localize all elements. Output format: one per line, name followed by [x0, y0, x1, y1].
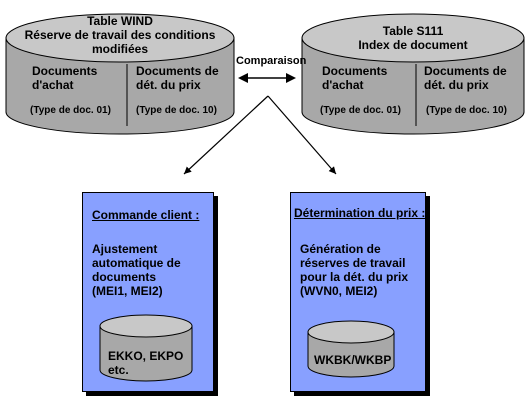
panel-right-db-label: WKBK/WKBP: [314, 353, 392, 367]
arrow-to-right-panel-icon: [267, 95, 337, 175]
arrow-to-left-panel-icon: [183, 95, 269, 175]
cylinder-left-col2-label-1: Documents de: [136, 64, 219, 78]
panel-left-body-4: (MEI1, MEI2): [92, 284, 163, 298]
cylinder-right-col2-type: (Type de doc. 10): [426, 105, 507, 116]
cylinder-right-title: Table S111: [382, 24, 444, 38]
panel-left-heading: Commande client :: [92, 208, 200, 222]
cylinder-left-db-icon: [5, 13, 235, 135]
cylinder-left-col1-label-1: Documents: [32, 64, 98, 78]
cylinder-right-col1-label-2: d'achat: [322, 78, 364, 92]
cylinder-left-col2-type: (Type de doc. 10): [136, 105, 217, 116]
cylinder-right-col2-label-2: dét. du prix: [424, 78, 489, 92]
panel-left-db-icon: [99, 314, 193, 382]
cylinder-left-subtitle-2: modifiées: [91, 42, 148, 56]
cylinder-right-col1-type: (Type de doc. 01): [320, 105, 401, 116]
cylinder-right-col2-label-1: Documents de: [424, 64, 507, 78]
panel-right-body-3: pour la dét. du prix: [300, 270, 409, 284]
cylinder-left-col1-type: (Type de doc. 01): [30, 105, 111, 116]
cylinder-left-subtitle-1: Réserve de travail des conditions: [24, 28, 216, 42]
panel-left-db-label-1: EKKO, EKPO: [108, 349, 184, 363]
cylinder-right-subtitle: Index de document: [358, 38, 468, 52]
comparison-label: Comparaison: [236, 55, 307, 67]
cylinder-right-col1-label-1: Documents: [322, 64, 388, 78]
cylinder-left-col1-label-2: d'achat: [32, 78, 74, 92]
panel-right-body-2: réserves de travail: [300, 256, 406, 270]
cylinder-right-db-icon: [301, 13, 525, 135]
cylinder-left-title: Table WIND: [87, 14, 153, 28]
cylinder-left-col2-label-2: dét. du prix: [136, 78, 201, 92]
panel-right-db-icon: [307, 320, 395, 378]
panel-left-db-label-2: etc.: [108, 363, 129, 377]
panel-right-heading: Détermination du prix :: [294, 206, 426, 220]
panel-left-body-1: Ajustement: [92, 242, 158, 256]
panel-right-body-1: Génération de: [300, 242, 381, 256]
panel-left-body-3: documents: [92, 270, 157, 284]
panel-left-body-2: automatique de: [92, 256, 181, 270]
panel-right-body-4: (WVN0, MEI2): [300, 284, 378, 298]
comparison-double-arrow-icon: [238, 73, 296, 83]
